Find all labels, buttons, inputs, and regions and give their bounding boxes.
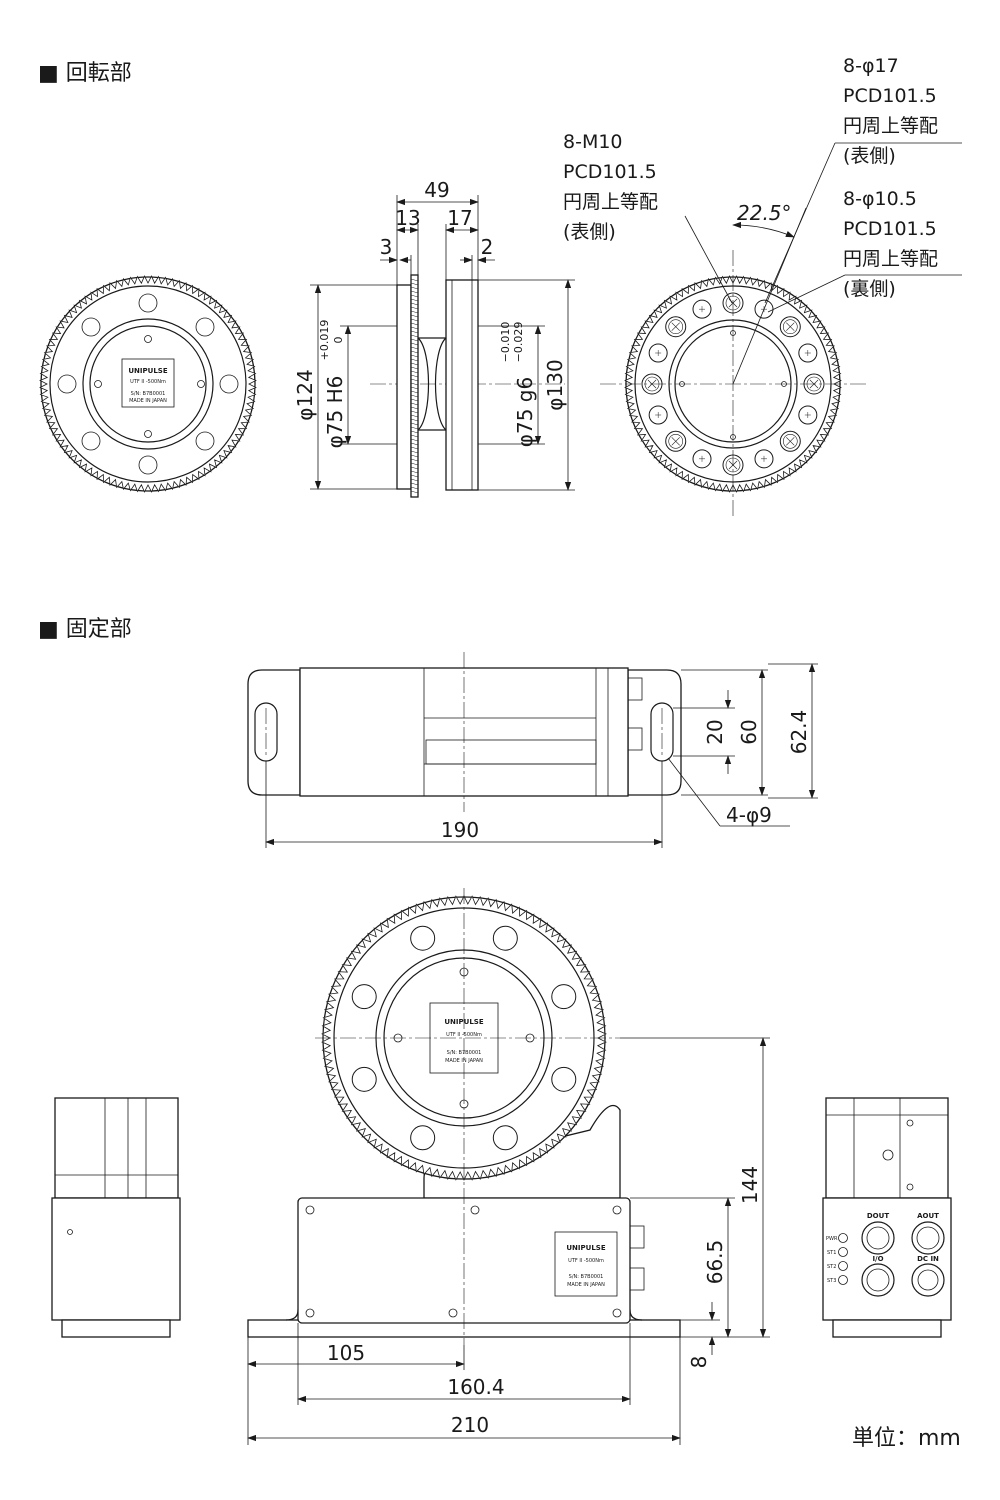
rotor-back-view: 22.5° — [600, 142, 962, 518]
label-dout: DOUT — [867, 1212, 889, 1220]
note-phi10-5-line1: 8-φ10.5 — [843, 188, 917, 210]
dim-190: 190 — [441, 818, 479, 842]
label-st3: ST3 — [827, 1278, 836, 1284]
dim-160-4: 160.4 — [447, 1375, 504, 1399]
dim-phi124: φ124 — [293, 369, 317, 420]
note-8-phi10-5: 8-φ10.5 PCD101.5 円周上等配 (裏側) — [843, 188, 938, 300]
dim-4-phi9: 4-φ9 — [726, 803, 772, 827]
note-m10-line2: PCD101.5 — [563, 161, 657, 183]
dim-210: 210 — [451, 1413, 489, 1437]
dim-17: 17 — [447, 206, 472, 230]
gear-teeth-rotor-front — [39, 275, 257, 493]
dim-49: 49 — [424, 178, 449, 202]
bolt-holes-rotor-front — [57, 293, 239, 475]
dim-13: 13 — [395, 206, 420, 230]
note-8-m10: 8-M10 PCD101.5 円周上等配 (表側) — [563, 131, 658, 243]
dim-phi75-h6: φ75 H6 — [323, 376, 347, 449]
tol-g6-upper: −0.010 — [499, 322, 512, 363]
tol-g6-lower: −0.029 — [512, 322, 525, 363]
rotor-side-view: 49 13 17 3 2 φ124 φ75 H6 +0.019 0 φ75 g6… — [293, 178, 575, 498]
dim-62-4: 62.4 — [787, 710, 811, 755]
label-dcin: DC IN — [917, 1255, 939, 1263]
section-title-rotating: ■ 回転部 — [38, 61, 132, 86]
dim-60: 60 — [737, 719, 761, 744]
nameplate-base-model: UTF II -500Nm — [568, 1258, 604, 1264]
gear-teeth-side — [410, 278, 419, 494]
led-pwr — [838, 1233, 848, 1243]
dim-2: 2 — [481, 235, 494, 259]
dim-phi75-g6: φ75 g6 — [513, 377, 537, 447]
nameplate-base-brand: UNIPULSE — [566, 1244, 605, 1252]
label-io: I/O — [872, 1255, 883, 1263]
tol-h6-upper: +0.019 — [318, 320, 331, 361]
dim-144: 144 — [738, 1166, 762, 1204]
note-phi17-line2: PCD101.5 — [843, 85, 937, 107]
note-phi10-5-line2: PCD101.5 — [843, 218, 937, 240]
screws-rotor-front — [94, 335, 205, 438]
connector-aout — [911, 1221, 945, 1255]
dim-3: 3 — [380, 235, 393, 259]
led-st1 — [838, 1247, 848, 1257]
bolt-holes-rotor-back — [641, 292, 825, 476]
fixed-top-view: 190 20 60 62.4 4-φ9 — [247, 652, 818, 848]
nameplate-fixed-rotor-origin: MADE IN JAPAN — [445, 1058, 483, 1064]
fixed-left-side-view — [51, 1097, 181, 1338]
connector-dout — [861, 1221, 895, 1255]
note-phi10-5-line3: 円周上等配 — [843, 248, 938, 270]
nameplate-base-serial: S/N: B7B0001 — [569, 1274, 604, 1280]
section-title-fixed: ■ 固定部 — [38, 617, 132, 642]
dim-angle-22-5: 22.5° — [737, 201, 792, 225]
dim-8: 8 — [687, 1356, 711, 1369]
dim-20: 20 — [703, 719, 727, 744]
note-m10-line3: 円周上等配 — [563, 191, 658, 213]
nameplate-rotor — [121, 358, 175, 408]
tol-h6-lower: 0 — [332, 337, 345, 344]
label-st2: ST2 — [827, 1264, 836, 1270]
dim-phi130: φ130 — [543, 359, 567, 410]
note-8-phi17: 8-φ17 PCD101.5 円周上等配 (表側) — [843, 55, 938, 167]
note-phi17-line3: 円周上等配 — [843, 115, 938, 137]
dim-66-5: 66.5 — [703, 1240, 727, 1285]
label-pwr: PWR — [826, 1236, 838, 1242]
connector-dcin — [911, 1263, 945, 1297]
nameplate-base — [554, 1231, 618, 1297]
bolt-holes-fixed-front — [351, 925, 577, 1151]
fixed-right-side-view: DOUT AOUT I/O DC IN PWR ST1 ST2 ST3 — [822, 1097, 952, 1338]
note-phi17-line1: 8-φ17 — [843, 55, 899, 77]
unit-label: 単位：mm — [852, 1426, 961, 1451]
nameplate-brand: UNIPULSE — [128, 367, 167, 375]
note-phi17-line4: (表側) — [843, 145, 896, 167]
led-st2 — [838, 1261, 848, 1271]
dim-105: 105 — [327, 1341, 365, 1365]
note-phi10-5-line4: (裏側) — [843, 278, 896, 300]
note-m10-line4: (表側) — [563, 221, 616, 243]
nameplate-base-origin: MADE IN JAPAN — [567, 1282, 605, 1288]
connector-io — [861, 1263, 895, 1297]
nameplate-model: UTF II -500Nm — [130, 379, 166, 385]
rotor-front-view: UNIPULSE UTF II -500Nm S/N: B7B0001 MADE… — [39, 275, 257, 493]
led-st3 — [838, 1275, 848, 1285]
label-aout: AOUT — [917, 1212, 939, 1220]
nameplate-origin: MADE IN JAPAN — [129, 398, 167, 404]
label-st1: ST1 — [827, 1250, 836, 1256]
note-m10-line1: 8-M10 — [563, 131, 623, 153]
fixed-front-view: UNIPULSE UTF II -500Nm S/N: B7B0001 MADE… — [247, 888, 770, 1445]
nameplate-serial: S/N: B7B0001 — [131, 391, 166, 397]
